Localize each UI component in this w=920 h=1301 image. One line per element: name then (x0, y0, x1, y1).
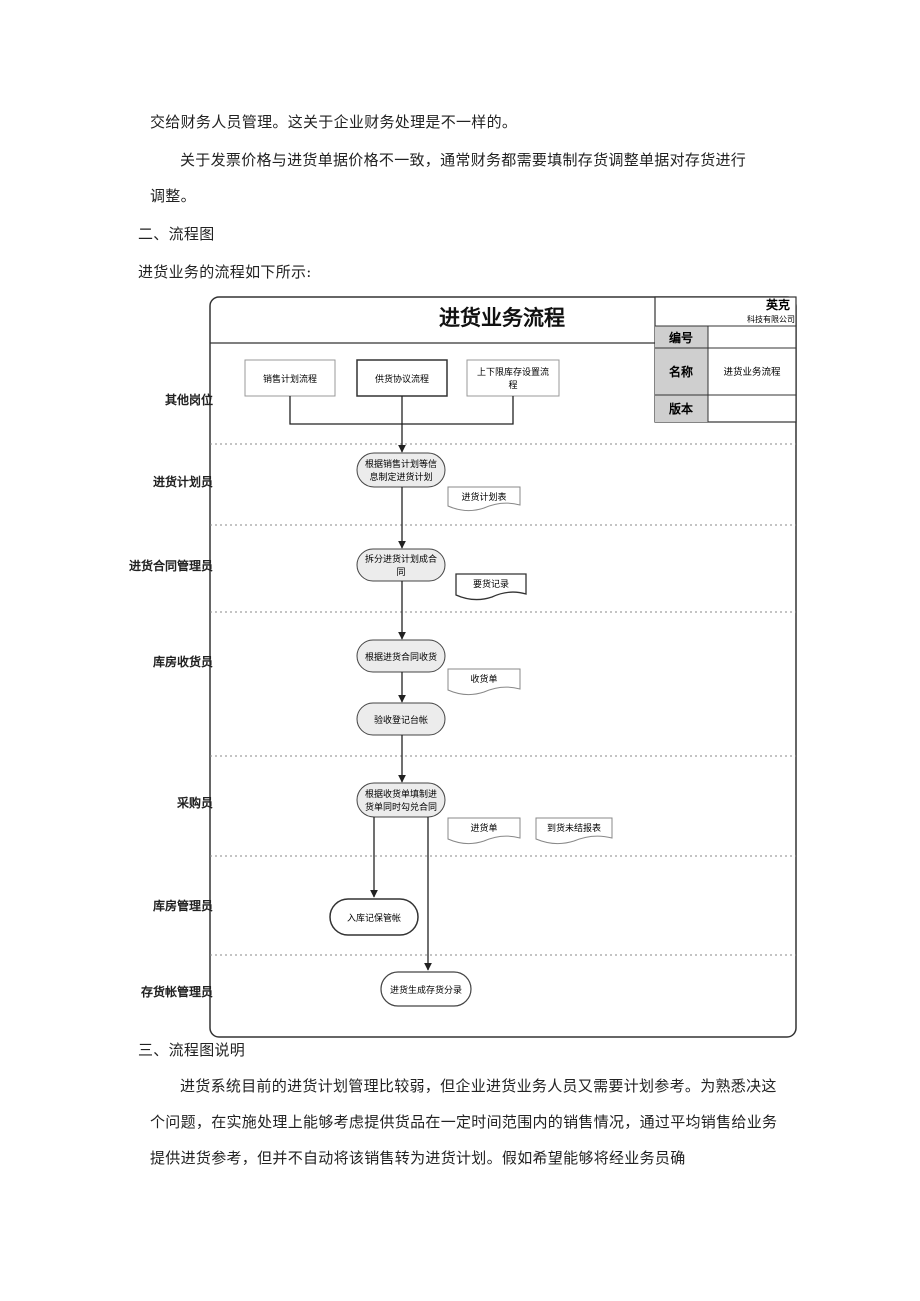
activity-stock-in (329, 898, 419, 936)
paragraph-line: 提供进货参考，但并不自动将该销售转为进货计划。假如希望能够将经业务员确 (150, 1149, 686, 1167)
document-label: 到货未结报表 (547, 822, 601, 834)
activity-label: 根据进货合同收货 (365, 651, 437, 663)
activity-check-register (356, 702, 446, 736)
activity-make-plan (356, 452, 446, 488)
document-unsettled-report (535, 817, 613, 845)
lane-label-contract: 进货合同管理员 (129, 558, 213, 573)
paragraph-line: 进货业务的流程如下所示: (138, 263, 312, 281)
lane-label-receiver: 库房收货员 (153, 654, 213, 669)
document-label: 进货计划表 (461, 491, 506, 503)
document-label: 进货单 (470, 822, 497, 834)
activity-split-plan (356, 548, 446, 582)
document-label: 要货记录 (473, 578, 509, 590)
activity-label: 根据收货单填制进 (365, 788, 437, 800)
document-order-record (455, 573, 527, 601)
process-box-label: 供货协议流程 (375, 373, 429, 385)
company-logo-text: 英克 (766, 297, 790, 312)
activity-label: 验收登记台帐 (374, 714, 428, 726)
flowchart-title: 进货业务流程 (439, 306, 565, 330)
activity-fill-purchase-bill (356, 782, 446, 818)
section-heading: 三、流程图说明 (138, 1041, 246, 1059)
document-receipt (447, 668, 521, 696)
activity-label: 进货生成存货分录 (390, 984, 462, 996)
document-label: 收货单 (470, 673, 497, 685)
paragraph-line: 交给财务人员管理。这关于企业财务处理是不一样的。 (150, 113, 518, 131)
activity-label: 货单同时勾兑合同 (365, 801, 437, 813)
company-name: 科技有限公司 (747, 314, 795, 324)
info-value-name: 进货业务流程 (723, 366, 781, 378)
activity-label: 同 (396, 567, 405, 578)
section-heading: 二、流程图 (138, 225, 215, 243)
process-box-label: 上下限库存设置流 (477, 366, 549, 378)
paragraph-line: 进货系统目前的进货计划管理比较弱，但企业进货业务人员又需要计划参考。为熟悉决这 (180, 1077, 777, 1095)
process-box-label: 程 (508, 380, 517, 391)
document-plan-table (447, 486, 521, 512)
activity-label: 根据销售计划等信 (365, 458, 437, 470)
activity-generate-voucher (380, 971, 472, 1007)
paragraph-line: 个问题，在实施处理上能够考虑提供货品在一定时间范围内的销售情况，通过平均销售给业… (150, 1113, 778, 1131)
paragraph-line: 关于发票价格与进货单据价格不一致，通常财务都需要填制存货调整单据对存货进行 (180, 151, 747, 169)
paragraph-line: 调整。 (150, 187, 196, 205)
lane-label-inventory: 存货帐管理员 (140, 984, 213, 999)
info-label-name: 名称 (669, 364, 693, 379)
info-label-version: 版本 (669, 401, 693, 416)
document-purchase-bill (447, 817, 521, 845)
process-box-sales-plan (244, 359, 336, 397)
flowchart-frame (209, 296, 797, 1038)
info-label-number: 编号 (668, 330, 693, 345)
activity-receive-goods (356, 639, 446, 673)
process-box-label: 销售计划流程 (263, 373, 317, 385)
activity-label: 入库记保管帐 (347, 912, 401, 924)
lane-label-purchaser: 采购员 (176, 795, 213, 810)
activity-label: 拆分进货计划成合 (365, 553, 437, 565)
lane-label-other: 其他岗位 (165, 392, 213, 407)
lane-label-warehouse: 库房管理员 (153, 898, 213, 913)
activity-label: 息制定进货计划 (369, 471, 432, 483)
process-box-supply (356, 359, 448, 397)
lane-label-planner: 进货计划员 (153, 474, 213, 489)
